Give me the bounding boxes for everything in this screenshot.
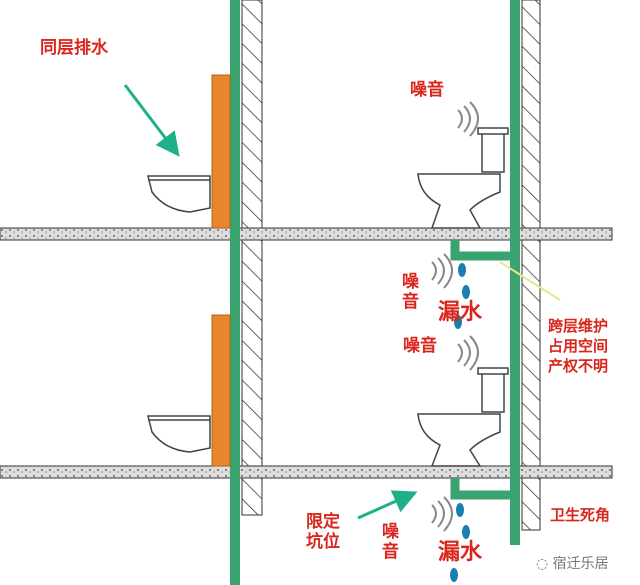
floor-toilet-upper	[417, 127, 509, 229]
label-cross-floor-maintenance: 跨层维护	[548, 317, 609, 335]
watermark: ◌ 宿迁乐居	[536, 553, 609, 573]
left-wall	[241, 0, 263, 516]
label-same-floor-drainage: 同层排水	[40, 38, 108, 58]
concealed-tank-lower	[211, 314, 231, 467]
label-leak-mid: 漏水	[438, 299, 483, 325]
wall-hung-toilet-upper	[147, 175, 211, 213]
drain-pipe-upper	[450, 240, 510, 261]
pointer-cross-floor	[499, 261, 561, 301]
drain-pipe-lower	[450, 478, 510, 500]
label-fixed-pit: 限定坑位	[306, 512, 340, 552]
floor-slab-upper	[0, 227, 613, 241]
right-wall	[521, 0, 541, 531]
label-noise-mid: 噪音	[403, 336, 437, 356]
arrow-fixed-pit	[357, 490, 418, 520]
concealed-tank-upper	[211, 74, 231, 229]
label-noise-mid-vertical: 噪音	[402, 272, 419, 312]
leak-drops	[450, 263, 470, 582]
label-noise-top: 噪音	[410, 80, 444, 100]
wall-hung-toilet-lower	[147, 415, 211, 453]
floor-slab-lower	[0, 465, 613, 479]
wechat-icon: ◌	[536, 556, 553, 572]
label-noise-bottom: 噪音	[382, 522, 399, 562]
label-occupies-space: 占用空间	[548, 337, 609, 355]
arrow-same-floor	[123, 84, 180, 157]
watermark-text: 宿迁乐居	[552, 556, 609, 572]
left-stack-pipe	[230, 0, 240, 585]
label-hygiene-corner: 卫生死角	[550, 506, 611, 524]
floor-toilet-lower	[417, 367, 509, 467]
label-leak-bottom: 漏水	[438, 539, 483, 565]
noise-wave-icons	[431, 101, 479, 532]
label-unclear-ownership: 产权不明	[548, 357, 609, 375]
